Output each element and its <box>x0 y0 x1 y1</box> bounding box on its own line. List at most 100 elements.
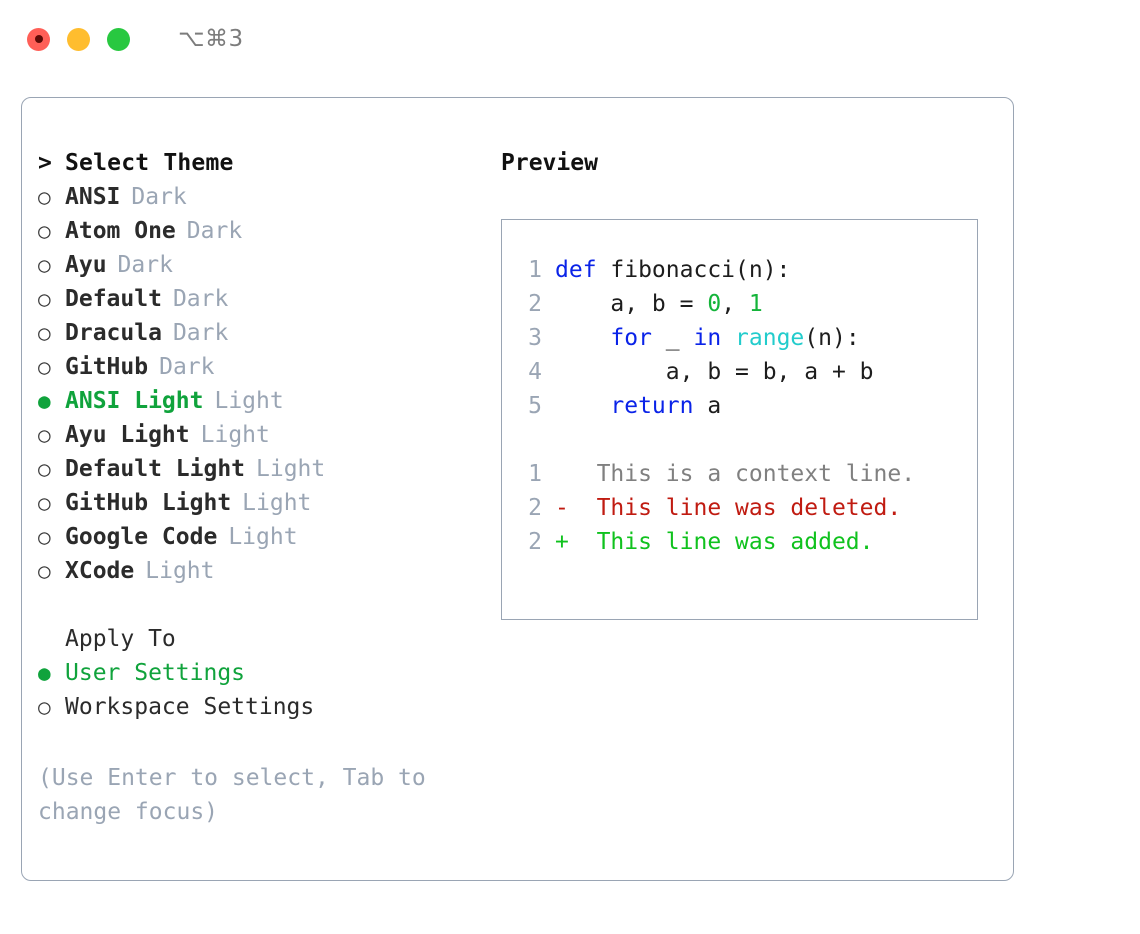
token-keyword: return <box>610 393 694 419</box>
theme-name: ANSI Light <box>65 388 204 414</box>
token-number: 1 <box>748 291 763 317</box>
token-text <box>555 393 610 419</box>
diff-sample: 1 This is a context line. 2- This line w… <box>502 457 977 559</box>
theme-name: Ayu Light <box>65 422 190 448</box>
keyboard-shortcut-label: ⌥⌘3 <box>178 26 244 52</box>
apply-to-option-workspace-settings[interactable]: ○Workspace Settings <box>38 690 468 724</box>
token-text: (n): <box>804 325 860 351</box>
radio-selected-icon: ● <box>38 661 51 685</box>
radio-unselected-icon: ○ <box>38 219 51 243</box>
apply-to-heading: ○Apply To <box>38 622 468 656</box>
theme-list-item-google-code[interactable]: ○ Google Code Light <box>38 520 468 554</box>
theme-name: ANSI <box>65 184 121 210</box>
code-line: 4 a, b = b, a + b <box>502 355 977 389</box>
line-number: 2 <box>528 495 542 521</box>
theme-kind: Light <box>256 456 326 482</box>
close-button[interactable] <box>27 27 50 51</box>
theme-list-item-atom-one-dark[interactable]: ○ Atom One Dark <box>38 214 468 248</box>
radio-unselected-icon: ○ <box>38 559 51 583</box>
token-number: 0 <box>707 291 722 317</box>
diff-text: This line was added. <box>596 529 874 555</box>
theme-name: Google Code <box>65 524 218 550</box>
titlebar: ⌥⌘3 <box>0 0 1140 78</box>
radio-unselected-icon: ○ <box>38 355 51 379</box>
theme-name: Atom One <box>65 218 176 244</box>
theme-list-item-ansi-dark[interactable]: ○ ANSI Dark <box>38 180 468 214</box>
theme-kind: Dark <box>117 252 173 278</box>
theme-kind: Light <box>228 524 298 550</box>
diff-line-added: 2 + This line was added. <box>502 525 977 559</box>
apply-to-option-user-settings[interactable]: ● User Settings <box>38 656 468 690</box>
theme-list-item-ayu-light[interactable]: ○ Ayu Light Light <box>38 418 468 452</box>
radio-selected-icon: ● <box>38 389 51 413</box>
window-controls <box>27 27 130 51</box>
radio-unselected-icon: ○ <box>38 185 51 209</box>
theme-kind: Light <box>200 422 270 448</box>
theme-list-item-ansi-light[interactable]: ● ANSI Light Light <box>38 384 468 418</box>
radio-unselected-icon: ○ <box>38 457 51 481</box>
preview-heading: Preview <box>501 150 598 176</box>
theme-list-item-github-dark[interactable]: ○ GitHub Dark <box>38 350 468 384</box>
code-sample: 1 def fibonacci(n): 2 a, b = 0, 1 3 for _… <box>502 253 977 423</box>
line-number: 2 <box>528 529 542 555</box>
theme-kind: Dark <box>172 320 229 346</box>
diff-sign <box>555 457 569 491</box>
theme-kind: Light <box>214 388 284 414</box>
code-line: 5 return a <box>502 389 977 423</box>
code-line: 1 def fibonacci(n): <box>502 253 977 287</box>
line-number: 4 <box>528 359 542 385</box>
line-number: 1 <box>528 257 542 283</box>
line-number: 5 <box>528 393 542 419</box>
theme-kind: Dark <box>159 354 215 380</box>
blank-marker-icon: ○ <box>38 622 65 656</box>
theme-kind: Dark <box>131 184 187 210</box>
code-line: 2 a, b = 0, 1 <box>502 287 977 321</box>
diff-line-deleted: 2- This line was deleted. <box>502 491 977 525</box>
zoom-button[interactable] <box>107 27 130 51</box>
select-theme-heading-label: Select Theme <box>65 150 234 176</box>
preview-column: Preview 1 def fibonacci(n): 2 a, b = 0, 1… <box>501 146 991 620</box>
select-theme-heading: >Select Theme <box>38 146 468 180</box>
token-text: _ <box>651 325 694 351</box>
line-number: 1 <box>528 461 542 487</box>
theme-kind: Dark <box>172 286 229 312</box>
minimize-button[interactable] <box>67 27 90 51</box>
diff-line-context: 1 This is a context line. <box>502 457 977 491</box>
radio-unselected-icon: ○ <box>38 525 51 549</box>
code-text: def fibonacci(n): <box>555 253 790 287</box>
radio-unselected-icon: ○ <box>38 287 51 311</box>
theme-name: Default Light <box>65 456 246 482</box>
code-text: a, b = 0, 1 <box>555 287 763 321</box>
token-text: fibonacci(n): <box>596 257 791 283</box>
token-text: a, b = <box>555 291 708 317</box>
theme-name: GitHub <box>65 354 149 380</box>
radio-unselected-icon: ○ <box>38 321 51 345</box>
theme-list-item-ayu-dark[interactable]: ○ Ayu Dark <box>38 248 468 282</box>
token-text <box>721 325 735 351</box>
apply-to-option-label: User Settings <box>65 660 246 686</box>
radio-unselected-icon: ○ <box>38 423 51 447</box>
theme-name: Ayu <box>65 252 107 278</box>
token-text: , <box>721 291 749 317</box>
diff-sign: + <box>555 529 569 555</box>
section-spacer <box>38 588 468 622</box>
theme-list-item-default-light[interactable]: ○ Default Light Light <box>38 452 468 486</box>
radio-unselected-icon: ○ <box>38 695 51 719</box>
diff-text <box>569 525 597 559</box>
theme-kind: Dark <box>186 218 243 244</box>
code-line: 3 for _ in range(n): <box>502 321 977 355</box>
code-text: for _ in range(n): <box>555 321 860 355</box>
code-text: return a <box>555 389 721 423</box>
radio-unselected-icon: ○ <box>38 491 51 515</box>
radio-unselected-icon: ○ <box>38 253 51 277</box>
theme-kind: Light <box>242 490 312 516</box>
theme-kind: Light <box>145 558 215 584</box>
keyboard-hint-text: (Use Enter to select, Tab to change focu… <box>38 765 426 825</box>
